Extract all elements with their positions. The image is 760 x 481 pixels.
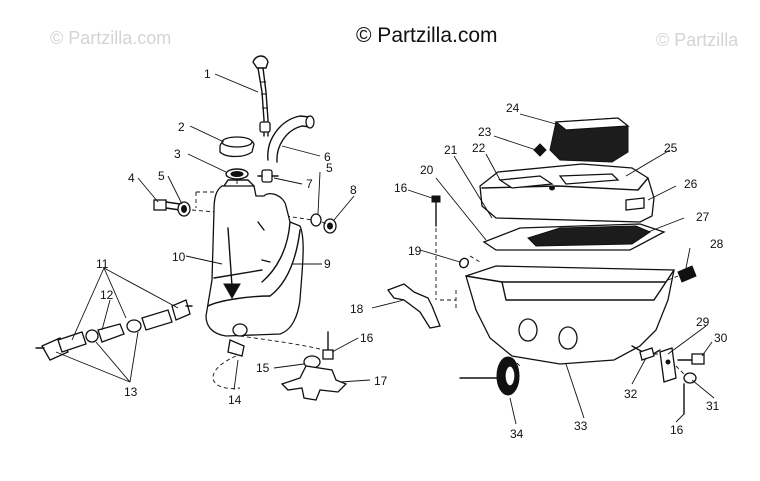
callout-24: 24 — [506, 101, 520, 115]
callout-34: 34 — [510, 427, 524, 441]
part-7-fitting — [257, 169, 279, 183]
leader-lines — [55, 73, 715, 425]
callout-7: 7 — [306, 177, 313, 191]
callout-3: 3 — [174, 147, 181, 161]
callout-17: 17 — [374, 374, 388, 388]
callout-27: 27 — [696, 210, 710, 224]
callout-5-left: 5 — [158, 169, 165, 183]
part-32-fastener — [639, 347, 655, 361]
part-5-grommet-left — [177, 201, 191, 217]
part-33-airbox-base — [465, 265, 675, 365]
part-5-grommet-right — [310, 213, 322, 227]
callout-29: 29 — [696, 315, 710, 329]
part-6-hose — [267, 115, 315, 163]
callout-32: 32 — [624, 387, 638, 401]
part-1-dipstick — [252, 55, 271, 137]
callout-8: 8 — [350, 183, 357, 197]
watermark-right: © Partzilla — [656, 30, 739, 50]
part-34-grommet — [459, 356, 520, 396]
callout-25: 25 — [664, 141, 678, 155]
part-24-foam-block — [549, 117, 630, 163]
callout-13: 13 — [124, 385, 138, 399]
callout-4: 4 — [128, 171, 135, 185]
callout-21: 21 — [444, 143, 458, 157]
part-2-cap — [219, 136, 255, 158]
callout-28: 28 — [710, 237, 724, 251]
callout-12: 12 — [100, 288, 114, 302]
callout-9: 9 — [324, 257, 331, 271]
callout-16-upper: 16 — [394, 181, 408, 195]
part-27-filter-element — [482, 223, 666, 251]
callout-15: 15 — [256, 361, 270, 375]
callout-6: 6 — [324, 150, 331, 164]
callout-2: 2 — [178, 120, 185, 134]
watermark-left: © Partzilla.com — [50, 28, 172, 48]
part-21-airbox-lid — [479, 163, 655, 223]
callout-26: 26 — [684, 177, 698, 191]
callout-31: 31 — [706, 399, 720, 413]
callout-19: 19 — [408, 244, 422, 258]
callout-33: 33 — [574, 419, 588, 433]
part-28-clip — [677, 265, 697, 283]
part-29-bracket — [659, 347, 677, 383]
callout-5-right: 5 — [326, 161, 333, 175]
part-17-bracket — [280, 365, 348, 401]
part-23-cap-screw — [533, 143, 547, 157]
callout-16-lower: 16 — [670, 423, 684, 437]
callout-23: 23 — [478, 125, 492, 139]
callout-20: 20 — [420, 163, 434, 177]
callout-1: 1 — [204, 67, 211, 81]
callout-30: 30 — [714, 331, 728, 345]
hose-assembly-left — [35, 299, 193, 361]
callout-10: 10 — [172, 250, 186, 264]
callout-16-center: 16 — [360, 331, 374, 345]
part-30-bolt — [677, 353, 705, 365]
callout-11: 11 — [96, 257, 109, 271]
callout-22: 22 — [472, 141, 486, 155]
part-10-oil-tank — [205, 179, 304, 337]
part-18-bracket-arm — [386, 283, 441, 329]
part-16-bolt-upper — [431, 195, 441, 227]
callout-14: 14 — [228, 393, 242, 407]
callout-labels: 1 2 3 4 5 6 7 5 8 9 10 11 12 13 14 15 16… — [96, 67, 728, 441]
part-8-bolt — [323, 218, 337, 234]
callout-18: 18 — [350, 302, 364, 316]
part-19-clip — [458, 257, 470, 269]
part-16-bolt-center — [322, 331, 334, 360]
watermark-main: © Partzilla.com — [356, 24, 498, 47]
part-3-seal — [225, 168, 249, 180]
